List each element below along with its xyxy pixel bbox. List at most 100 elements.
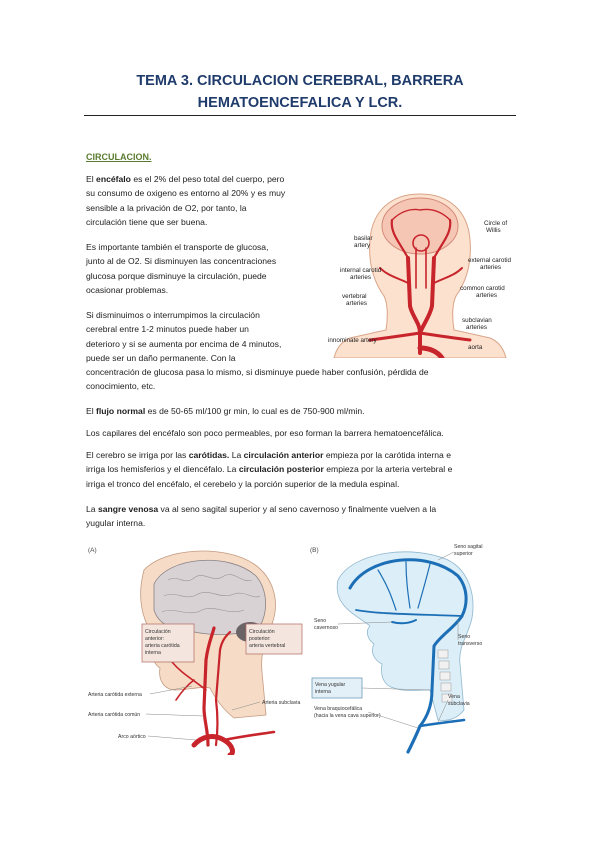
callout-anterior-text: Circulación xyxy=(145,629,171,635)
text: El xyxy=(86,406,94,416)
callout-anterior xyxy=(141,623,195,663)
label-common-carotid: common carotid xyxy=(460,285,505,292)
text: cerebral entre 1-2 minutos puede haber u… xyxy=(86,324,249,335)
title-underline xyxy=(84,115,516,116)
panel-label-a: (A) xyxy=(88,547,97,554)
paragraph-flujo: El flujo normal es de 50-65 ml/100 gr mi… xyxy=(86,404,526,418)
paragraph-capilares: Los capilares del encéfalo son poco perm… xyxy=(86,428,444,438)
label-seno-cavernoso: cavernoso xyxy=(314,625,338,631)
text: irriga los hemisferios y el diencéfalo. … xyxy=(86,464,237,475)
callout-posterior-text: Circulación xyxy=(249,629,275,635)
label-external-carotid: external carotid xyxy=(468,257,512,264)
document-title-line-1: TEMA 3. CIRCULACION CEREBRAL, BARRERA xyxy=(136,73,464,89)
callout-posterior-text: posterior: xyxy=(249,636,271,642)
panel-label-b: (B) xyxy=(310,547,319,554)
text: empieza por la arteria vertebral e xyxy=(326,464,453,475)
label-willis: Willis xyxy=(486,227,501,234)
text: su consumo de oxigeno es entorno al 20% … xyxy=(86,188,286,199)
callout-posterior-text: arteria vertebral xyxy=(249,643,285,649)
figure-neck-arteries: basilar artery Circle of Willis external… xyxy=(328,193,512,358)
bold-term: flujo normal xyxy=(96,406,146,416)
text: ocasionar problemas. xyxy=(86,284,169,295)
venous-vessels xyxy=(348,558,468,754)
text: Si disminuimos o interrumpimos la circul… xyxy=(86,310,260,320)
spine xyxy=(437,649,453,703)
bold-term: encéfalo xyxy=(96,174,131,184)
text: Es importante también el transporte de g… xyxy=(86,242,269,252)
label-arteria-carotida-comun: Arteria carótida común xyxy=(88,712,140,718)
figure-venous-circulation: (B) Seno sagital superior Seno cavernoso… xyxy=(310,544,483,754)
figure-arterial-circulation: (A) Circulación anterior: arteria caróti… xyxy=(88,547,303,755)
paragraph-interrupcion: Si disminuimos o interrumpimos la circul… xyxy=(86,308,526,394)
text: conocimiento, etc. xyxy=(86,381,156,392)
text: glucosa porque disminuye la circulación,… xyxy=(86,270,267,281)
label-innominate-artery: innominate artery xyxy=(328,337,378,344)
text: deterioro y si se aumenta por encima de … xyxy=(86,338,282,349)
label-arteries: arteries xyxy=(350,274,371,281)
label-seno-sagital-superior: superior xyxy=(454,551,473,557)
text: El xyxy=(86,174,94,184)
label-vertebral: vertebral xyxy=(342,293,367,300)
brain-folds xyxy=(161,574,261,614)
bold-term: sangre venosa xyxy=(97,504,159,514)
label-arteria-subclavia: Arteria subclavia xyxy=(262,700,300,706)
label-arteries: arteries xyxy=(476,292,497,299)
text: yugular interna. xyxy=(86,518,146,529)
callout-anterior-text: arteria carótida xyxy=(145,643,180,649)
label-basilar: basilar xyxy=(354,235,373,242)
text: irriga el tronco del encéfalo, el cerebe… xyxy=(86,478,400,489)
callout-anterior-text: anterior: xyxy=(145,636,164,642)
paragraph-glucosa: Es importante también el transporte de g… xyxy=(86,240,324,297)
text: concentración de glucosa pasa lo mismo, … xyxy=(86,367,429,378)
label-artery: artery xyxy=(354,242,371,249)
label-vena-yugular-interna: interna xyxy=(315,689,331,695)
label-internal-carotid: internal carotid xyxy=(340,267,382,274)
paragraph-encefalo: El encéfalo es el 2% del peso total del … xyxy=(86,172,324,229)
label-subclavian: subclavian xyxy=(462,317,492,324)
label-seno-sagital-superior: Seno sagital xyxy=(454,544,483,550)
text: junto al de O2. Si disminuyen las concen… xyxy=(86,256,277,267)
section-heading: CIRCULACION. xyxy=(86,152,152,162)
paragraph-irrigacion: El cerebro se irriga por las carótidas. … xyxy=(86,448,526,491)
label-vena-yugular-interna: Vena yugular xyxy=(315,682,346,688)
head-silhouette xyxy=(333,193,507,358)
callout-anterior-text: interna xyxy=(145,650,161,656)
document-title-line-2: HEMATOENCEFALICA Y LCR. xyxy=(197,95,403,111)
arterial-vessels xyxy=(171,626,276,755)
label-vena-subclavia: Vena xyxy=(448,694,460,700)
text: empieza por la carótida interna e xyxy=(325,450,451,460)
label-arteries: arteries xyxy=(480,264,501,271)
label-vena-subclavia: subclavia xyxy=(448,701,470,707)
callout-posterior xyxy=(245,623,303,655)
text: va al seno sagital superior y al seno ca… xyxy=(160,504,437,514)
text: puede ser un daño permanente. Con la xyxy=(86,352,236,363)
artery-network xyxy=(368,208,472,358)
label-arco-aortico: Arco aórtico xyxy=(118,734,146,740)
bold-term: circulación anterior xyxy=(243,450,324,460)
text: El cerebro se irriga por las xyxy=(86,450,187,460)
leader-lines xyxy=(145,685,261,741)
bold-term: circulación posterior xyxy=(238,464,324,475)
text: La xyxy=(231,450,242,460)
text: La xyxy=(86,504,96,514)
label-circle-of-willis: Circle of xyxy=(484,220,507,227)
text: es el 2% del peso total del cuerpo, pero xyxy=(133,174,285,184)
paragraph-venosa: La sangre venosa va al seno sagital supe… xyxy=(86,502,526,531)
brain-shape xyxy=(381,197,459,255)
text: circulación tiene que ser buena. xyxy=(86,216,208,227)
label-vena-braquiocefalica: Vena braquiocefálica xyxy=(314,706,362,712)
label-seno-transverso: transverso xyxy=(458,641,482,647)
label-aorta: aorta xyxy=(468,344,483,351)
leader-lines xyxy=(337,551,459,729)
bold-term: carótidas. xyxy=(188,450,230,460)
label-vena-braquiocefalica: (hacia la vena cava superior) xyxy=(314,713,381,719)
text: es de 50-65 ml/100 gr min, lo cual es de… xyxy=(147,406,365,416)
label-seno-transverso: Seno xyxy=(458,634,470,640)
label-arteries: arteries xyxy=(466,324,487,331)
label-seno-cavernoso: Seno xyxy=(314,618,326,624)
text: sensible a la privación de O2, por tanto… xyxy=(86,202,247,213)
label-arteries: arteries xyxy=(346,300,367,307)
callout-yugular xyxy=(311,677,363,699)
label-arteria-carotida-externa: Arteria carótida externa xyxy=(88,692,142,698)
